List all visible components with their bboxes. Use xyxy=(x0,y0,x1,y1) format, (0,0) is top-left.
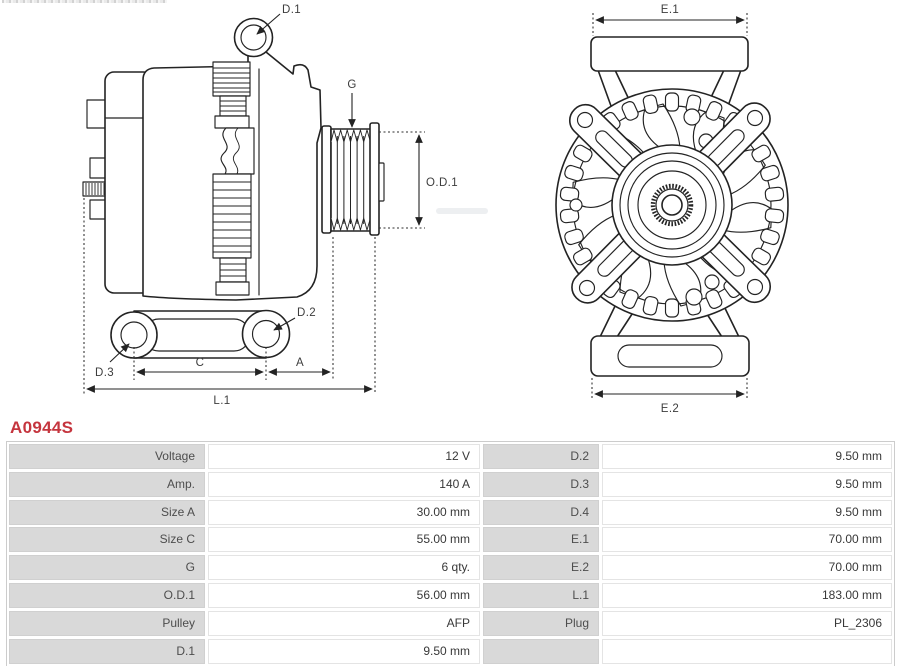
mounting-foot xyxy=(110,309,291,359)
spec-label: E.1 xyxy=(483,527,599,553)
mounting-lug-d3 xyxy=(110,311,158,359)
spec-label: L.1 xyxy=(483,582,599,608)
spec-table: Voltage 12 V D.2 9.50 mm Amp. 140 A D.3 … xyxy=(6,441,895,666)
shaft-bore xyxy=(661,194,683,216)
spec-label: Size A xyxy=(9,499,205,525)
spec-value: 70.00 mm xyxy=(602,555,892,581)
spec-label: O.D.1 xyxy=(9,582,205,608)
brace-bolt-hole xyxy=(746,278,764,296)
splined-shaft xyxy=(650,183,694,227)
bracket-slot xyxy=(617,344,723,368)
threaded-stud-hatch xyxy=(85,183,105,195)
pulley-groove-lines xyxy=(336,136,365,224)
cropped-artifact xyxy=(2,0,167,3)
dim-label-g: G xyxy=(347,79,356,91)
brace-bolt-hole xyxy=(576,111,594,129)
pulley xyxy=(321,122,385,236)
dim-label-l1: L.1 xyxy=(213,395,230,407)
spec-value: 70.00 mm xyxy=(602,527,892,553)
spec-value: 183.00 mm xyxy=(602,582,892,608)
technical-diagram: D.1 G O.D.1 D.2 D.3 C A xyxy=(82,4,789,415)
dim-label-e2: E.2 xyxy=(661,403,679,415)
bottom-bracket xyxy=(590,299,750,377)
spec-value: 12 V xyxy=(208,444,480,469)
spec-label: Size C xyxy=(9,527,205,553)
mounting-ear xyxy=(233,17,274,58)
dim-label-d3: D.3 xyxy=(95,367,114,379)
spec-value xyxy=(602,638,892,664)
dim-label-d1: D.1 xyxy=(282,4,301,16)
table-row: Size A 30.00 mm D.4 9.50 mm xyxy=(9,499,892,525)
spec-label: D.1 xyxy=(9,638,205,664)
spec-label: D.3 xyxy=(483,471,599,497)
front-view-dimensions: E.1 E.2 xyxy=(591,4,748,415)
dim-label-e1: E.1 xyxy=(661,4,679,16)
watermark-artifact xyxy=(436,208,488,214)
dim-label-d2: D.2 xyxy=(297,307,316,319)
spec-value: 55.00 mm xyxy=(208,527,480,553)
dim-label-c: C xyxy=(196,357,205,369)
spec-value: 9.50 mm xyxy=(208,638,480,664)
spec-value: 9.50 mm xyxy=(602,471,892,497)
table-row: Size C 55.00 mm E.1 70.00 mm xyxy=(9,527,892,553)
spec-label: D.4 xyxy=(483,499,599,525)
spec-label: E.2 xyxy=(483,555,599,581)
table-row: Amp. 140 A D.3 9.50 mm xyxy=(9,471,892,497)
spec-label: Pulley xyxy=(9,610,205,636)
pulley-face xyxy=(611,144,733,266)
rear-terminals xyxy=(82,99,109,220)
table-row: Pulley AFP Plug PL_2306 xyxy=(9,610,892,636)
table-row: G 6 qty. E.2 70.00 mm xyxy=(9,555,892,581)
dim-label-a: A xyxy=(296,357,304,369)
spec-label: Voltage xyxy=(9,444,205,469)
spec-value: 9.50 mm xyxy=(602,444,892,469)
spec-value: 56.00 mm xyxy=(208,582,480,608)
spec-value: 6 qty. xyxy=(208,555,480,581)
spec-label xyxy=(483,638,599,664)
side-view-dimensions: D.1 G O.D.1 D.2 D.3 C A xyxy=(83,4,458,407)
dim-label-od1: O.D.1 xyxy=(426,177,458,189)
brace-bolt-hole xyxy=(578,279,596,297)
part-number: A0944S xyxy=(10,418,74,437)
face-holes xyxy=(569,108,720,306)
spec-label: Plug xyxy=(483,610,599,636)
spec-value: PL_2306 xyxy=(602,610,892,636)
mounting-lug-d2 xyxy=(241,309,291,359)
spec-label: G xyxy=(9,555,205,581)
spec-value: 9.50 mm xyxy=(602,499,892,525)
spec-label: Amp. xyxy=(9,471,205,497)
stator-fins xyxy=(212,61,255,296)
spec-value: 140 A xyxy=(208,471,480,497)
spec-label: D.2 xyxy=(483,444,599,469)
alternator-side-view: D.1 G O.D.1 D.2 D.3 C A xyxy=(82,4,488,407)
table-row: Voltage 12 V D.2 9.50 mm xyxy=(9,444,892,469)
alternator-front-view: E.1 E.2 xyxy=(555,4,789,415)
table-row: D.1 9.50 mm xyxy=(9,638,892,664)
brace-bolt-hole xyxy=(746,109,764,127)
spec-value: AFP xyxy=(208,610,480,636)
table-row: O.D.1 56.00 mm L.1 183.00 mm xyxy=(9,582,892,608)
spec-value: 30.00 mm xyxy=(208,499,480,525)
